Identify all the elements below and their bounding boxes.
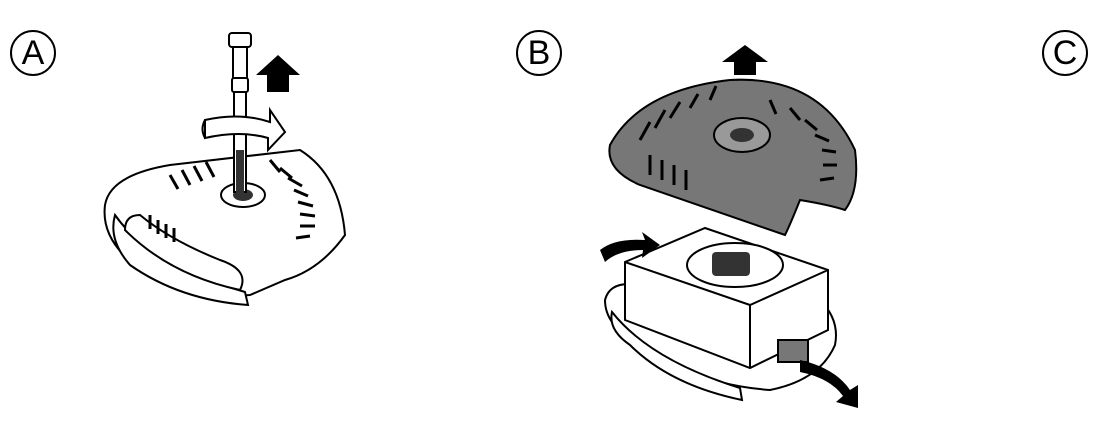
pump-module (624, 226, 829, 370)
up-arrow-icon (256, 55, 300, 92)
pump-cover (608, 78, 858, 237)
step-label-a: A (10, 30, 56, 76)
step-label-b: B (516, 30, 562, 76)
rotate-arrow-icon (201, 106, 287, 153)
step-label-c: C (1042, 30, 1088, 76)
pull-arrow-icon (800, 360, 858, 408)
lift-arrow-icon (600, 232, 660, 262)
pump-assembled (103, 148, 347, 307)
pump-vents (148, 159, 316, 242)
up-arrow-icon (722, 45, 768, 75)
